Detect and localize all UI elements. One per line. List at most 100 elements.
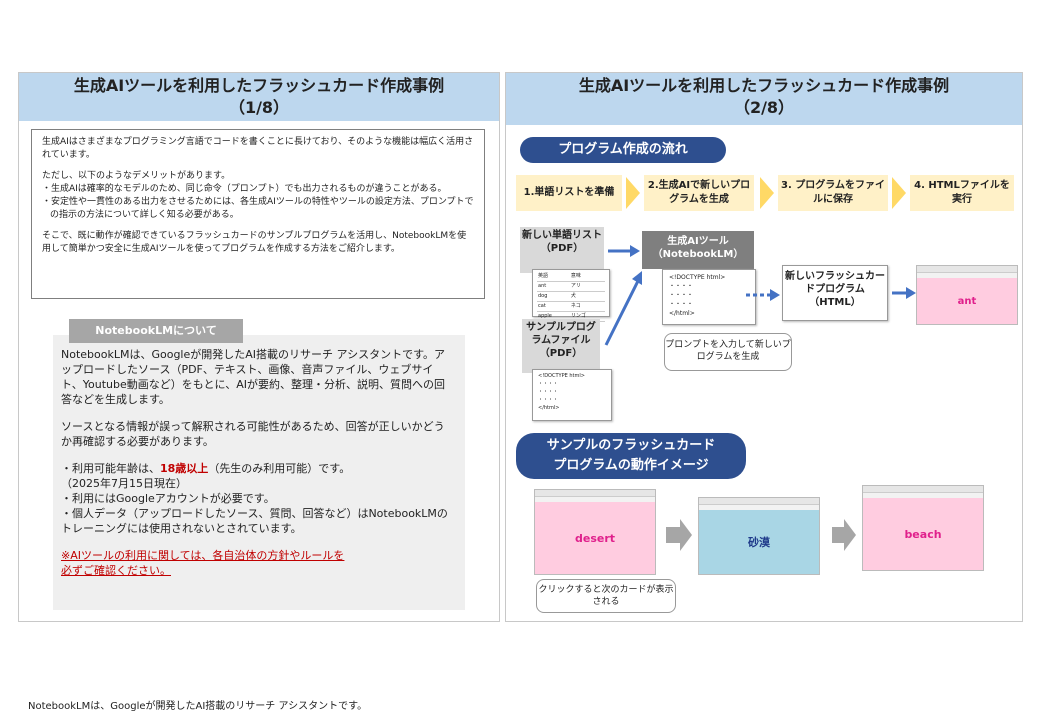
sample-code-line: <!DOCTYPE html> bbox=[538, 373, 585, 379]
demo-card-1-word: desert bbox=[574, 531, 616, 545]
step-2-label: 2.生成AIで新しいプログラムを生成 bbox=[647, 180, 751, 205]
demo-label-line1: サンプルのフラッシュカード bbox=[546, 438, 716, 453]
age-date-note: （2025年7月15日現在） bbox=[61, 477, 187, 490]
notebooklm-paragraph-2: ソースとなる情報が誤って解釈される可能性があるため、回答が正しいかどうか再確認す… bbox=[61, 420, 445, 448]
ai-tool-box: 生成AIツール（NotebookLM） bbox=[642, 231, 754, 269]
arrow-head bbox=[632, 271, 642, 285]
wordlist-cell: dog bbox=[537, 291, 570, 302]
browser-tab-bar bbox=[863, 486, 983, 493]
sample-code-line: ・・・・ bbox=[538, 397, 559, 403]
demo-card-1: desert bbox=[534, 489, 656, 575]
footer-note: NotebookLMは、Googleが開発したAI搭載のリサーチ アシスタントで… bbox=[28, 701, 368, 712]
age-bullet-post: （先生のみ利用可能）です。 bbox=[208, 462, 351, 475]
left-slide-header: 生成AIツールを利用したフラッシュカード作成事例 （1/8） bbox=[19, 73, 499, 121]
right-title-line1: 生成AIツールを利用したフラッシュカード作成事例 bbox=[578, 76, 950, 95]
notebooklm-paragraph-1: NotebookLMは、Googleが開発したAI搭載のリサーチ アシスタントで… bbox=[61, 348, 445, 406]
age-bullet-pre: ・利用可能年齢は、 bbox=[61, 462, 160, 475]
sample-code-doc: <!DOCTYPE html> ・・・・ ・・・・ ・・・・ </html> bbox=[532, 369, 612, 421]
demo-card-3: beach bbox=[862, 485, 984, 571]
step-1: 1.単語リストを準備 bbox=[516, 175, 622, 211]
left-title-line1: 生成AIツールを利用したフラッシュカード作成事例 bbox=[73, 76, 445, 95]
wordlist-title-text: 新しい単語リスト（PDF） bbox=[522, 230, 602, 254]
click-callout: クリックすると次のカードが表示される bbox=[536, 579, 676, 613]
step-arrow-3 bbox=[892, 177, 906, 209]
new-program-doc: 新しいフラッシュカードプログラム（HTML） bbox=[782, 265, 888, 321]
right-slide-header: 生成AIツールを利用したフラッシュカード作成事例 （2/8） bbox=[506, 73, 1022, 125]
demo-arrow-1 bbox=[666, 519, 692, 551]
warning-line-2: 必ずご確認ください。 bbox=[61, 564, 171, 577]
demo-card-3-face[interactable]: beach bbox=[863, 498, 983, 570]
step-arrow-1 bbox=[626, 177, 640, 209]
demo-card-2-word: 砂漠 bbox=[748, 536, 770, 549]
intro-bullet-1: ・生成AIは確率的なモデルのため、同じ命令（プロンプト）でも出力されるものが違う… bbox=[42, 184, 447, 194]
demo-card-3-word: beach bbox=[904, 527, 942, 541]
output-code-line: ・・・・ bbox=[669, 283, 694, 290]
new-program-title: 新しいフラッシュカードプログラム（HTML） bbox=[785, 271, 885, 308]
wordlist-row: 英語意味 bbox=[537, 272, 605, 282]
demo-label-line2: プログラムの動作イメージ bbox=[553, 458, 709, 473]
browser-tab-bar bbox=[535, 490, 655, 497]
wordlist-cell: ネコ bbox=[569, 301, 605, 312]
intro-bullet-2: ・安定性や一貫性のある出力をさせるためには、各生成AIツールの特性やツールの設定… bbox=[42, 197, 474, 220]
browser-tab-bar bbox=[917, 266, 1017, 273]
arrow-head bbox=[906, 287, 916, 299]
notebooklm-section: NotebookLMは、Googleが開発したAI搭載のリサーチ アシスタントで… bbox=[53, 335, 465, 610]
intro-paragraph-1: 生成AIはさまざまなプログラミング言語でコードを書くことに長けており、そのような… bbox=[42, 137, 474, 160]
output-code-line: </html> bbox=[669, 310, 695, 317]
flow-arrows bbox=[604, 245, 916, 551]
sample-title: サンプルプログラムファイル（PDF） bbox=[522, 319, 600, 373]
step-4-label: 4. HTMLファイルを実行 bbox=[914, 180, 1010, 205]
sample-title-text: サンプルプログラムファイル（PDF） bbox=[526, 322, 596, 359]
wordlist-cell: 英語 bbox=[537, 272, 570, 282]
wordlist-cell: 意味 bbox=[569, 272, 605, 282]
step-4: 4. HTMLファイルを実行 bbox=[910, 175, 1014, 211]
ai-output-code-doc: <!DOCTYPE html> ・・・・ ・・・・ ・・・・ </html> bbox=[662, 269, 756, 325]
right-title-line2: （2/8） bbox=[733, 98, 795, 117]
age-highlight: 18歳以上 bbox=[160, 462, 209, 475]
sample-code-line: ・・・・ bbox=[538, 389, 559, 395]
prompt-callout-text: プロンプトを入力して新しいプログラムを生成 bbox=[665, 340, 791, 362]
sample-code-line: ・・・・ bbox=[538, 381, 559, 387]
warning-line-1: ※AIツールの利用に関しては、各自治体の方針やルールを bbox=[61, 549, 345, 562]
step-arrow-2 bbox=[760, 177, 774, 209]
age-bullet: ・利用可能年齢は、18歳以上（先生のみ利用可能）です。 bbox=[61, 461, 455, 476]
demo-card-2-face[interactable]: 砂漠 bbox=[699, 510, 819, 574]
intro-paragraph-3: そこで、既に動作が確認できているフラッシュカードのサンプルプログラムを活用し、N… bbox=[42, 231, 467, 254]
browser-tab-bar bbox=[699, 498, 819, 505]
demo-label: サンプルのフラッシュカード プログラムの動作イメージ bbox=[516, 433, 746, 479]
wordlist-title: 新しい単語リスト（PDF） bbox=[520, 227, 604, 273]
output-code-line: ・・・・ bbox=[669, 301, 694, 308]
wordlist-cell: cat bbox=[537, 301, 570, 312]
step-1-label: 1.単語リストを準備 bbox=[523, 187, 615, 198]
intro-paragraph-2: ただし、以下のようなデメリットがあります。 bbox=[42, 171, 231, 181]
result-browser: ant bbox=[916, 265, 1018, 325]
step-3-label: 3. プログラムをファイルに保存 bbox=[781, 180, 885, 205]
right-slide: 生成AIツールを利用したフラッシュカード作成事例 （2/8） プログラム作成の流… bbox=[505, 72, 1023, 622]
output-code-line: ・・・・ bbox=[669, 292, 694, 299]
privacy-bullet: ・個人データ（アップロードしたソース、質問、回答など）はNotebookLMのト… bbox=[61, 507, 448, 535]
step-2: 2.生成AIで新しいプログラムを生成 bbox=[644, 175, 754, 211]
left-slide: 生成AIツールを利用したフラッシュカード作成事例 （1/8） 生成AIはさまざま… bbox=[18, 72, 500, 622]
result-card-word: ant bbox=[957, 295, 977, 307]
flow-label: プログラム作成の流れ bbox=[520, 137, 726, 163]
result-card: ant bbox=[917, 278, 1017, 324]
wordlist-cell: アリ bbox=[569, 281, 605, 292]
wordlist-cell: ant bbox=[537, 281, 570, 292]
output-code-line: <!DOCTYPE html> bbox=[669, 274, 726, 281]
demo-card-1-face[interactable]: desert bbox=[535, 502, 655, 574]
click-callout-text: クリックすると次のカードが表示される bbox=[538, 585, 674, 607]
step-3: 3. プログラムをファイルに保存 bbox=[778, 175, 888, 211]
demo-arrow-2 bbox=[832, 519, 856, 551]
arrow-head bbox=[630, 245, 640, 257]
demo-card-2: 砂漠 bbox=[698, 497, 820, 575]
arrow-sample-to-ai bbox=[604, 280, 640, 346]
intro-box: 生成AIはさまざまなプログラミング言語でコードを書くことに長けており、そのような… bbox=[31, 129, 485, 299]
left-title-line2: （1/8） bbox=[228, 98, 290, 117]
notebooklm-label: NotebookLMについて bbox=[69, 319, 243, 343]
prompt-callout: プロンプトを入力して新しいプログラムを生成 bbox=[664, 333, 792, 371]
arrow-head bbox=[770, 289, 780, 301]
